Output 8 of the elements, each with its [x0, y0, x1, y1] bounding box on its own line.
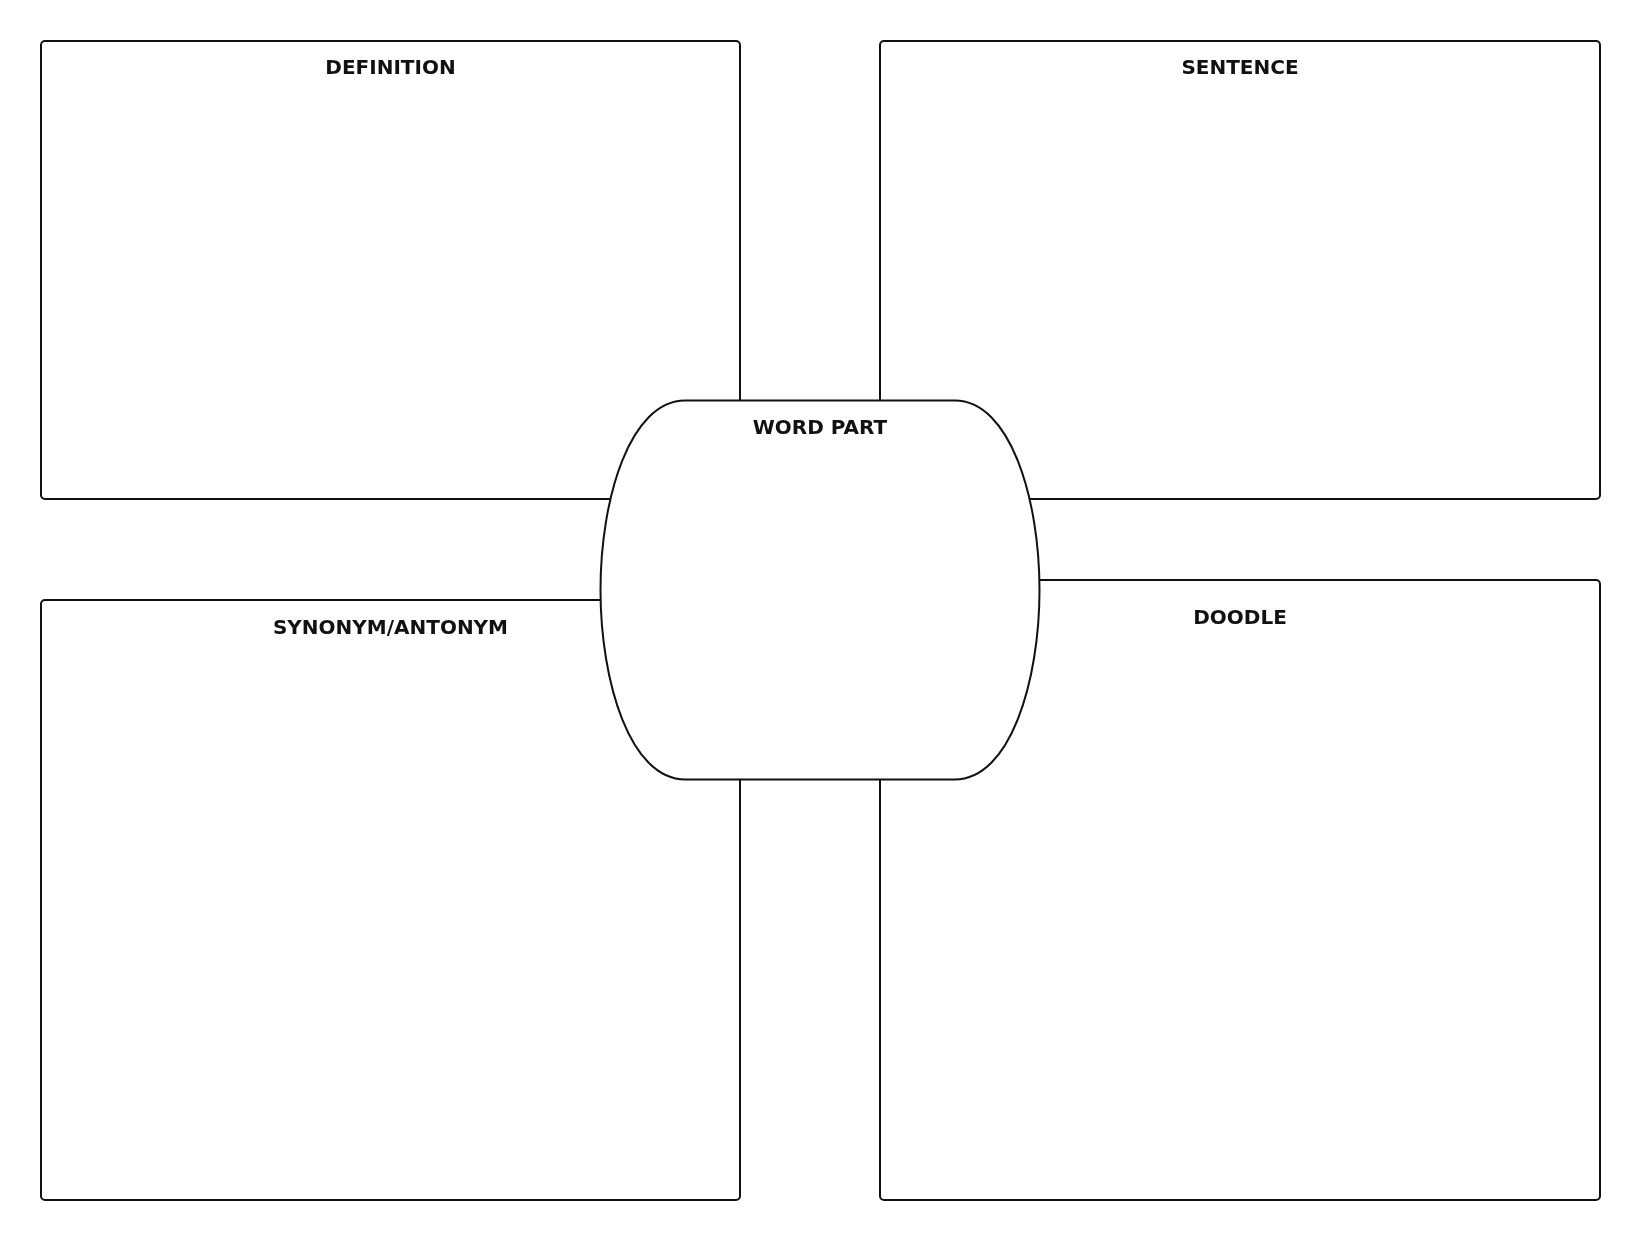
panel-heading: SENTENCE — [1181, 55, 1299, 79]
answer-box — [40, 40, 741, 500]
answer-box — [40, 599, 741, 1201]
panel-heading: SYNONYM/ANTONYM — [272, 615, 508, 639]
panel-heading: WORD PART — [752, 415, 888, 439]
panel-heading: DOODLE — [1193, 605, 1287, 629]
panel-heading: DEFINITION — [325, 55, 456, 79]
answer-box — [879, 579, 1601, 1201]
